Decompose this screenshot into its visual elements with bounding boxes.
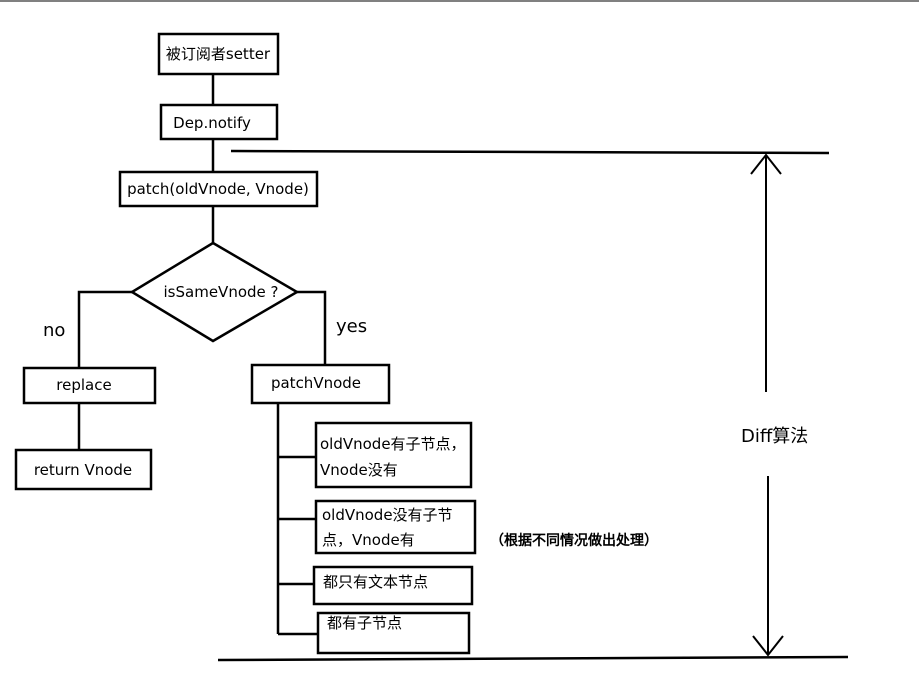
node-patchvnode-label: patchVnode [271, 374, 361, 392]
node-return-vnode-label: return Vnode [34, 461, 132, 479]
range-label-diff: Diff算法 [741, 426, 808, 447]
handling-note: （根据不同情况做出处理） [490, 532, 658, 549]
node-decision-label: isSameVnode ? [164, 283, 279, 301]
node-decision: isSameVnode ? [129, 241, 300, 343]
node-patchvnode: patchVnode [250, 363, 391, 405]
node-setter: 被订阅者setter [157, 32, 280, 76]
node-case-new-has-children: oldVnode没有子节 点，Vnode有 [314, 499, 477, 555]
node-replace: replace [22, 366, 157, 405]
node-patch: patch(oldVnode, Vnode) [118, 170, 319, 208]
node-patch-label: patch(oldVnode, Vnode) [127, 180, 309, 198]
node-dep-notify: Dep.notify [159, 103, 279, 141]
node-return-vnode: return Vnode [14, 448, 153, 491]
edge-label-no: no [43, 320, 65, 341]
node-dep-notify-label: Dep.notify [173, 114, 251, 132]
node-setter-label: 被订阅者setter [166, 45, 271, 63]
edge-label-yes: yes [336, 316, 367, 337]
range-bottom-line [217, 655, 849, 662]
node-case-both-children: 都有子节点 [316, 611, 471, 655]
case3-label: 都只有文本节点 [323, 573, 428, 591]
connectors [77, 74, 327, 636]
node-replace-label: replace [56, 376, 111, 394]
edge-no-branch [77, 290, 132, 368]
diff-range-bracket: Diff算法 [217, 149, 849, 662]
range-top-line [230, 149, 830, 155]
case4-label: 都有子节点 [327, 614, 402, 632]
node-case-text-only: 都只有文本节点 [312, 565, 474, 606]
case2-line1: oldVnode没有子节 [322, 506, 453, 524]
arrow-up-head-icon [750, 153, 782, 175]
case1-line1: oldVnode有子节点， [320, 435, 466, 453]
case2-line2: 点，Vnode有 [322, 531, 415, 549]
case1-line2: Vnode没有 [320, 461, 398, 479]
edge-yes-branch [297, 290, 327, 365]
node-case-old-has-children: oldVnode有子节点， Vnode没有 [314, 421, 473, 489]
arrow-down-head-icon [752, 635, 784, 657]
